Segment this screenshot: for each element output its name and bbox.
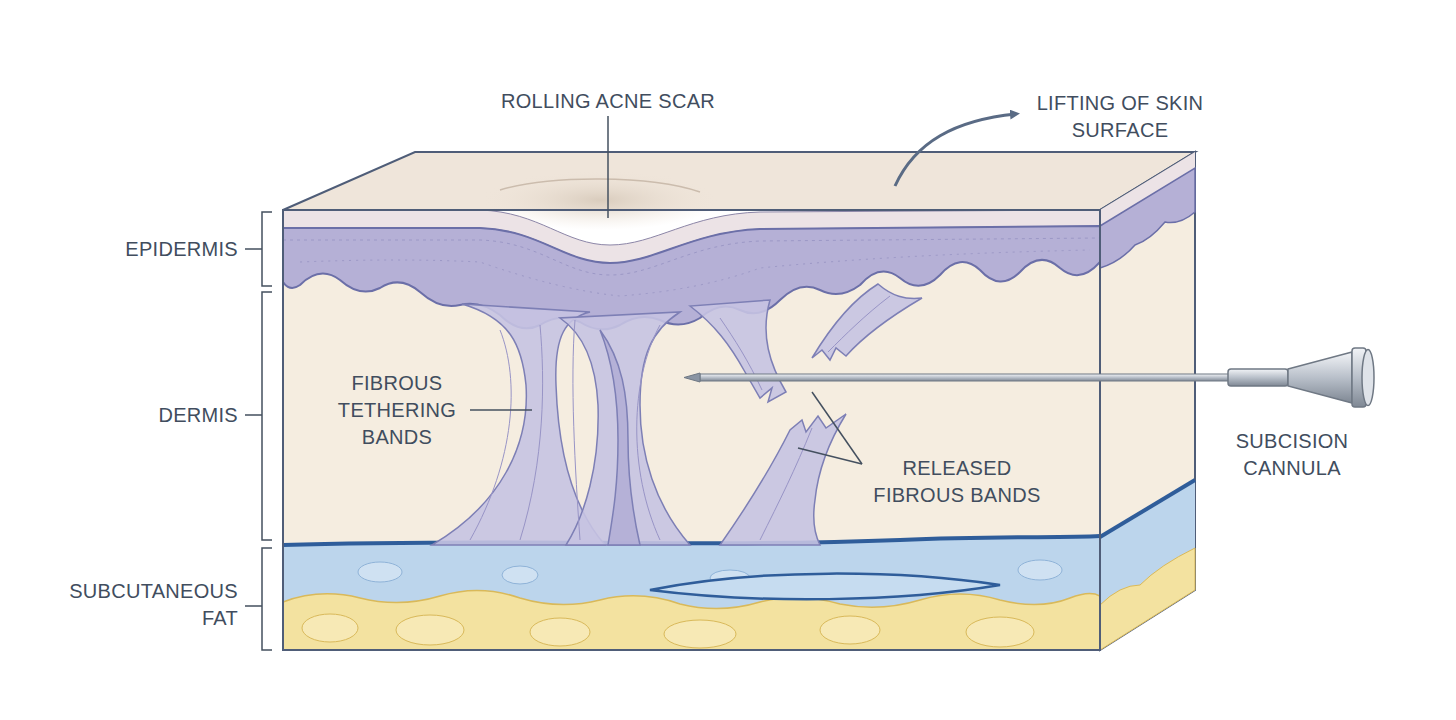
right-face-fat — [1100, 548, 1195, 650]
part-label: ROLLING ACNE SCAR — [448, 88, 768, 115]
torn-band — [690, 300, 786, 402]
cannula-shaft — [700, 374, 1230, 381]
released-band-lower — [720, 414, 846, 545]
band-striations — [470, 296, 890, 540]
block-front-outline — [283, 210, 1100, 650]
cannula-tip — [684, 373, 700, 382]
fibrous-band — [560, 312, 690, 545]
right-face-subcutis — [1100, 480, 1195, 650]
leader-line — [470, 409, 532, 411]
part-label: SUBCISION CANNULA — [1220, 428, 1365, 482]
part-label: EPIDERMIS — [38, 236, 238, 263]
part-label: RELEASED FIBROUS BANDS — [867, 455, 1047, 509]
block-top-face — [283, 152, 1195, 210]
cannula-hub — [1288, 352, 1352, 403]
striation — [637, 325, 660, 540]
fat-cell — [530, 618, 590, 646]
cannula-collar — [1228, 369, 1288, 386]
lifting-arrow — [895, 114, 1016, 186]
dermis-layer — [283, 210, 1100, 650]
striation — [573, 320, 580, 540]
subcutis-cell — [358, 562, 402, 582]
subcutis-cell — [1018, 560, 1062, 580]
right-face-epidermis — [1100, 168, 1195, 268]
fat-cell — [396, 615, 464, 645]
striation — [760, 428, 812, 540]
fibrous-band — [600, 330, 640, 545]
part-label: DERMIS — [38, 402, 238, 429]
epidermis-texture — [300, 250, 1090, 296]
dermal-fascia-line — [283, 536, 1100, 545]
subcutaneous-layer — [283, 536, 1100, 650]
striation — [470, 330, 511, 540]
layer-bracket — [245, 212, 272, 286]
leader-line — [607, 116, 609, 218]
cannula-opening — [1362, 350, 1374, 406]
epidermis-texture — [283, 238, 1100, 275]
released-band-upper — [812, 284, 922, 360]
fat-cell — [302, 614, 358, 642]
fat-lobules — [283, 590, 1100, 650]
epidermis-layer — [283, 226, 1100, 329]
fibrous-band — [432, 304, 605, 545]
fat-cell — [966, 617, 1034, 647]
subcision-cannula — [684, 348, 1374, 407]
leader-lines — [245, 116, 862, 650]
right-face-fascia — [1100, 480, 1195, 537]
fat-cell — [664, 620, 736, 648]
leader-line — [798, 448, 862, 464]
subcutis-cell — [502, 566, 538, 584]
striation — [828, 296, 890, 352]
fat-cell — [820, 616, 880, 644]
septum-lens — [650, 574, 1000, 600]
part-label: SUBCUTANEOUS FAT — [53, 578, 238, 632]
tethering-bands — [432, 284, 922, 545]
block-right-face — [1100, 152, 1195, 650]
part-label: FIBROUS TETHERING BANDS — [327, 370, 467, 451]
scar-contour — [500, 179, 700, 192]
striation — [520, 325, 543, 540]
layer-bracket — [245, 548, 272, 650]
layer-bracket — [245, 292, 272, 540]
part-label: LIFTING OF SKIN SURFACE — [1030, 90, 1210, 144]
